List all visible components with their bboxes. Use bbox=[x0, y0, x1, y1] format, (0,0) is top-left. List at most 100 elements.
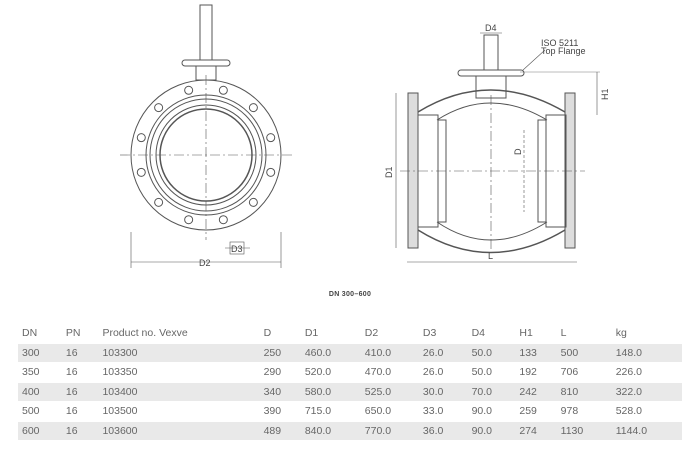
table-cell: 103500 bbox=[102, 405, 138, 418]
table-cell: 148.0 bbox=[611, 343, 682, 362]
bolt-hole bbox=[248, 197, 258, 207]
label-top-flange: Top Flange bbox=[541, 46, 586, 56]
table-cell: 580.0 bbox=[300, 382, 361, 401]
front-view bbox=[120, 4, 292, 268]
table-cell: 26.0 bbox=[418, 343, 468, 362]
table-cell: 840.0 bbox=[300, 421, 361, 440]
column-header: L bbox=[560, 327, 567, 340]
table-cell: 715.0 bbox=[304, 405, 332, 418]
table-cell: 259 bbox=[519, 405, 537, 418]
bolt-hole bbox=[136, 133, 146, 143]
table-row: 500 16 103500 390 715.0 650.0 33.0 90.0 259 978 52… bbox=[18, 402, 682, 421]
table-cell: 770.0 bbox=[360, 421, 419, 440]
bolt-hole bbox=[266, 167, 276, 177]
table-cell: 103600 bbox=[98, 421, 260, 440]
table-cell: 810 bbox=[556, 382, 612, 401]
table-cell: 90.0 bbox=[471, 405, 493, 418]
column-header: D3 bbox=[422, 327, 437, 340]
table-cell: 90.0 bbox=[467, 421, 516, 440]
table-cell: 226.0 bbox=[615, 366, 642, 379]
table-cell: 600 bbox=[18, 421, 62, 440]
label-d3: D3 bbox=[231, 244, 243, 254]
bolt-hole bbox=[266, 133, 276, 143]
column-header: D bbox=[263, 327, 272, 340]
table-cell: 50.0 bbox=[471, 366, 493, 379]
column-header: kg bbox=[615, 327, 627, 340]
table-cell: 520.0 bbox=[304, 366, 332, 379]
drawing-caption: DN 300–600 bbox=[328, 291, 372, 298]
table-cell: 1144.0 bbox=[611, 421, 682, 440]
table-cell: 16 bbox=[61, 421, 99, 440]
table-cell: 470.0 bbox=[364, 366, 392, 379]
table-cell: 30.0 bbox=[418, 382, 468, 401]
column-header: PN bbox=[65, 327, 81, 340]
column-header: Product no. Vexve bbox=[102, 327, 188, 340]
table-cell: 133 bbox=[515, 343, 557, 362]
table-cell: 50.0 bbox=[467, 343, 516, 362]
bolt-hole bbox=[154, 197, 164, 207]
bolt-hole bbox=[218, 215, 228, 225]
bolt-hole bbox=[218, 85, 228, 95]
table-cell: 410.0 bbox=[360, 343, 419, 362]
column-header: D4 bbox=[471, 327, 486, 340]
table-cell: 16 bbox=[61, 382, 99, 401]
table-cell: 36.0 bbox=[418, 421, 468, 440]
side-view bbox=[395, 32, 600, 263]
table-cell: 33.0 bbox=[422, 405, 444, 418]
table-cell: 103400 bbox=[98, 382, 260, 401]
bolt-hole bbox=[154, 103, 164, 113]
table-cell: 500 bbox=[22, 405, 40, 418]
bolt-hole bbox=[136, 167, 146, 177]
table-cell: 706 bbox=[560, 366, 579, 379]
table-cell: 1130 bbox=[556, 421, 612, 440]
table-cell: 250 bbox=[259, 343, 301, 362]
bolt-hole bbox=[248, 103, 258, 113]
label-d: D bbox=[513, 148, 523, 155]
table-row: 350 16 103350 290 520.0 470.0 26.0 50.0 192 706 22… bbox=[18, 363, 682, 382]
label-l: L bbox=[488, 251, 493, 261]
bolt-hole bbox=[184, 85, 194, 95]
table-cell: 978 bbox=[560, 405, 579, 418]
table-cell: 525.0 bbox=[360, 382, 419, 401]
table-cell: 500 bbox=[556, 343, 612, 362]
table-cell: 192 bbox=[519, 366, 537, 379]
table-cell: 528.0 bbox=[615, 405, 642, 418]
table-cell: 390 bbox=[263, 405, 282, 418]
valve-drawing: D2 D3 D4 ISO 5211 Top Flange H1 D1 D L bbox=[120, 4, 610, 268]
column-header: D1 bbox=[304, 327, 319, 340]
bolt-hole bbox=[184, 215, 194, 225]
column-header: D2 bbox=[364, 327, 379, 340]
bolt-holes bbox=[136, 85, 276, 225]
label-h1: H1 bbox=[600, 88, 610, 100]
table-cell: 350 bbox=[22, 366, 40, 379]
table-cell: 16 bbox=[61, 343, 99, 362]
table-cell: 103300 bbox=[98, 343, 260, 362]
table-cell: 300 bbox=[18, 343, 62, 362]
table-cell: 274 bbox=[515, 421, 557, 440]
table-cell: 322.0 bbox=[611, 382, 682, 401]
column-header: DN bbox=[22, 327, 38, 340]
table-cell: 103350 bbox=[102, 366, 138, 379]
table-cell: 460.0 bbox=[300, 343, 361, 362]
table-cell: 650.0 bbox=[364, 405, 392, 418]
table-cell: 489 bbox=[259, 421, 301, 440]
table-cell: 16 bbox=[65, 405, 78, 418]
label-d4: D4 bbox=[485, 23, 497, 33]
table-cell: 26.0 bbox=[422, 366, 444, 379]
table-cell: 400 bbox=[18, 382, 62, 401]
table-cell: 70.0 bbox=[467, 382, 516, 401]
label-d2: D2 bbox=[199, 258, 211, 268]
table-cell: 16 bbox=[65, 366, 78, 379]
table-cell: 340 bbox=[259, 382, 301, 401]
table-cell: 242 bbox=[515, 382, 557, 401]
label-iso5211: ISO 5211 bbox=[541, 38, 578, 48]
table-cell: 290 bbox=[263, 366, 282, 379]
label-d1: D1 bbox=[384, 166, 394, 178]
column-header: H1 bbox=[519, 327, 533, 340]
